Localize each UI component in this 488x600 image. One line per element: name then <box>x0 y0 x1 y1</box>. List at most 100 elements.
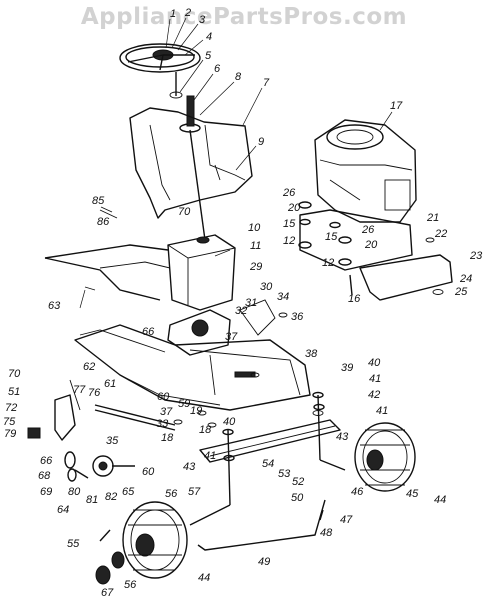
callout-38[interactable]: 38 <box>305 348 318 360</box>
front-wheel-left[interactable] <box>95 501 188 585</box>
callout-67[interactable]: 67 <box>101 587 114 599</box>
front-axle[interactable] <box>199 419 341 463</box>
callout-44[interactable]: 44 <box>198 572 210 584</box>
callout-86[interactable]: 86 <box>97 216 110 228</box>
callout-41[interactable]: 41 <box>369 373 381 385</box>
callout-56[interactable]: 56 <box>165 488 178 500</box>
callout-77[interactable]: 77 <box>73 384 86 396</box>
callout-50[interactable]: 50 <box>291 492 304 504</box>
steering-shaft[interactable] <box>169 72 206 241</box>
callout-59[interactable]: 59 <box>178 398 190 410</box>
callout-70[interactable]: 70 <box>8 368 21 380</box>
callout-33[interactable]: 33 <box>156 418 169 430</box>
callout-69[interactable]: 69 <box>40 486 52 498</box>
steering-sector-parts[interactable] <box>64 451 89 482</box>
callout-2[interactable]: 2 <box>184 7 191 19</box>
callout-25[interactable]: 25 <box>454 286 468 298</box>
callout-40[interactable]: 40 <box>223 416 236 428</box>
callout-54[interactable]: 54 <box>262 458 274 470</box>
callout-53[interactable]: 53 <box>278 468 291 480</box>
callout-63[interactable]: 63 <box>48 300 61 312</box>
callout-1[interactable]: 1 <box>170 8 176 20</box>
callout-8[interactable]: 8 <box>235 71 242 83</box>
front-panel[interactable] <box>44 244 171 301</box>
callout-42[interactable]: 42 <box>368 389 380 401</box>
callout-41[interactable]: 41 <box>376 405 388 417</box>
callout-21[interactable]: 21 <box>426 212 439 224</box>
right-spindle[interactable] <box>312 391 346 471</box>
callout-18[interactable]: 18 <box>199 424 212 436</box>
callout-26[interactable]: 26 <box>282 187 296 199</box>
callout-37[interactable]: 37 <box>160 406 173 418</box>
callout-9[interactable]: 9 <box>258 136 264 148</box>
callout-60[interactable]: 60 <box>142 466 155 478</box>
callout-37[interactable]: 37 <box>225 331 238 343</box>
callout-11[interactable]: 11 <box>250 240 261 252</box>
callout-56[interactable]: 56 <box>124 579 137 591</box>
callout-24[interactable]: 24 <box>459 273 472 285</box>
callout-68[interactable]: 68 <box>38 470 51 482</box>
callout-43[interactable]: 43 <box>183 461 196 473</box>
callout-79[interactable]: 79 <box>4 428 16 440</box>
callout-4[interactable]: 4 <box>206 31 212 43</box>
front-wheel-right[interactable] <box>354 422 416 492</box>
callout-12[interactable]: 12 <box>322 257 334 269</box>
engine-plate-bracket[interactable] <box>359 237 453 301</box>
callout-30[interactable]: 30 <box>260 281 273 293</box>
callout-46[interactable]: 46 <box>351 486 364 498</box>
callout-18[interactable]: 18 <box>161 432 174 444</box>
callout-60[interactable]: 60 <box>157 391 170 403</box>
dash-panel[interactable] <box>129 107 253 219</box>
callout-66[interactable]: 66 <box>142 326 155 338</box>
callout-12[interactable]: 12 <box>283 235 295 247</box>
steering-link-rod[interactable] <box>94 404 176 431</box>
callout-19[interactable]: 19 <box>190 405 202 417</box>
drag-link[interactable] <box>197 499 326 551</box>
callout-76[interactable]: 76 <box>88 387 101 399</box>
engine[interactable] <box>299 119 417 271</box>
callout-40[interactable]: 40 <box>368 357 381 369</box>
callout-26[interactable]: 26 <box>361 224 375 236</box>
callout-39[interactable]: 39 <box>341 362 353 374</box>
callout-55[interactable]: 55 <box>67 538 80 550</box>
callout-16[interactable]: 16 <box>348 293 361 305</box>
callout-7[interactable]: 7 <box>263 77 270 89</box>
callout-72[interactable]: 72 <box>5 402 17 414</box>
callout-62[interactable]: 62 <box>83 361 95 373</box>
callout-85[interactable]: 85 <box>92 195 105 207</box>
callout-22[interactable]: 22 <box>434 228 447 240</box>
callout-5[interactable]: 5 <box>205 50 212 62</box>
callout-23[interactable]: 23 <box>469 250 483 262</box>
callout-48[interactable]: 48 <box>320 527 333 539</box>
callout-44[interactable]: 44 <box>434 494 446 506</box>
callout-61[interactable]: 61 <box>104 378 116 390</box>
callout-32[interactable]: 32 <box>235 305 247 317</box>
left-spindle[interactable] <box>189 428 235 526</box>
steering-wheel[interactable] <box>119 43 201 73</box>
callout-6[interactable]: 6 <box>214 63 221 75</box>
callout-17[interactable]: 17 <box>390 100 403 112</box>
callout-47[interactable]: 47 <box>340 514 353 526</box>
main-frame[interactable] <box>74 324 311 411</box>
callout-3[interactable]: 3 <box>199 14 206 26</box>
callout-70[interactable]: 70 <box>178 206 191 218</box>
fuel-tank[interactable] <box>167 234 236 311</box>
callout-36[interactable]: 36 <box>291 311 304 323</box>
callout-81[interactable]: 81 <box>86 494 98 506</box>
callout-80[interactable]: 80 <box>68 486 81 498</box>
callout-29[interactable]: 29 <box>249 261 262 273</box>
callout-41[interactable]: 41 <box>204 450 216 462</box>
callout-45[interactable]: 45 <box>406 488 419 500</box>
callout-57[interactable]: 57 <box>188 486 201 498</box>
callout-15[interactable]: 15 <box>283 218 296 230</box>
pinion-gear[interactable] <box>92 455 135 477</box>
callout-15[interactable]: 15 <box>325 231 338 243</box>
callout-34[interactable]: 34 <box>277 291 289 303</box>
callout-75[interactable]: 75 <box>3 416 16 428</box>
callout-31[interactable]: 31 <box>245 297 257 309</box>
engine-mount-hardware[interactable] <box>298 201 353 296</box>
steering-gear-assembly[interactable] <box>167 299 276 356</box>
callout-51[interactable]: 51 <box>8 386 20 398</box>
left-bracket-assembly[interactable] <box>27 379 81 441</box>
callout-20[interactable]: 20 <box>364 239 378 251</box>
